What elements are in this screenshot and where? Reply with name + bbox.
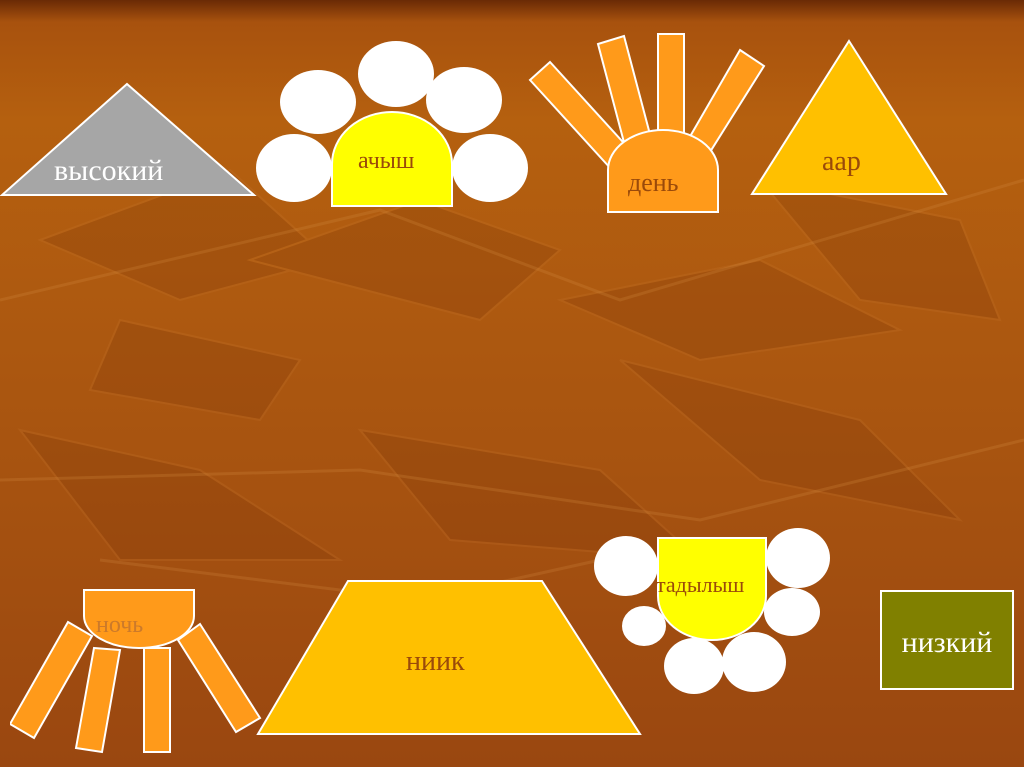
- low-box-label: низкий: [882, 626, 1012, 660]
- taste-label: тадылыш: [656, 572, 744, 598]
- high-label: высокий: [54, 154, 163, 188]
- day-label: день: [628, 168, 679, 198]
- taste-flower-circles: [594, 526, 832, 696]
- night-label: ночь: [96, 612, 143, 639]
- light-flower-circles: [252, 38, 530, 208]
- low-box: низкий: [880, 590, 1014, 690]
- heavy-label: аар: [822, 146, 861, 178]
- light-label: ачыш: [358, 148, 414, 175]
- low-label: ниик: [406, 646, 465, 678]
